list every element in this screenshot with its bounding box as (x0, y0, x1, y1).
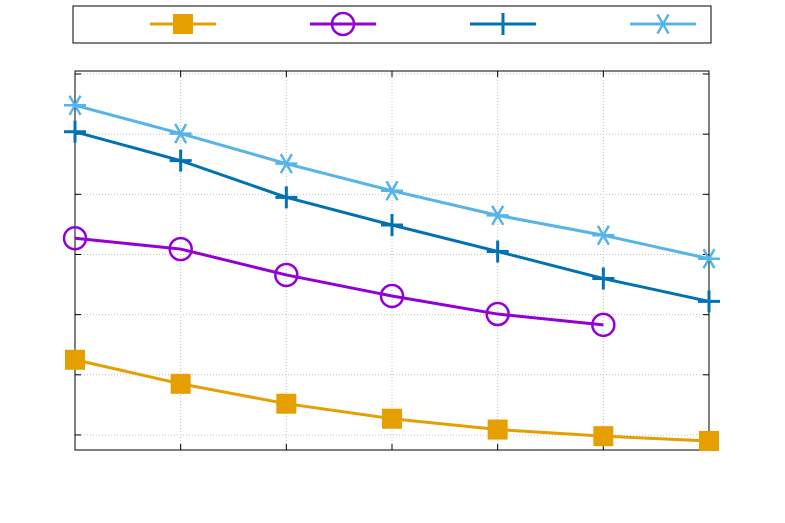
grid (75, 71, 709, 450)
series-4-point-3 (275, 153, 298, 174)
series-1 (65, 349, 719, 451)
series-4-point-6 (592, 225, 615, 246)
series-3 (64, 120, 720, 313)
series-4-point-7 (698, 248, 720, 269)
series-4-point-1 (64, 95, 86, 116)
series-2-point-1 (62, 225, 88, 251)
series-2-point-4 (379, 283, 405, 309)
series-2-point-3 (274, 262, 299, 288)
series-1-point-6 (593, 426, 614, 447)
series-1-point-3 (276, 393, 297, 414)
series-2-line (74, 236, 604, 327)
legend-entry-1 (150, 14, 216, 34)
series-2-point-2 (168, 236, 193, 262)
series-4 (64, 95, 720, 269)
series-1-point-5 (487, 419, 508, 440)
series-3-point-1 (64, 120, 86, 143)
series-3-point-7 (698, 290, 720, 313)
series-1-point-7 (699, 430, 719, 451)
series-4-point-5 (486, 205, 509, 226)
legend-entry-3 (470, 13, 536, 35)
legend-marker-1 (173, 14, 193, 34)
series-1-point-4 (382, 408, 402, 429)
legend (150, 11, 696, 37)
series-3-point-5 (486, 240, 509, 263)
legend-marker-2 (330, 11, 356, 37)
legend-entry-4 (630, 13, 696, 35)
series-3-point-3 (275, 186, 298, 209)
series-2 (62, 225, 616, 338)
legend-marker-4 (652, 13, 674, 35)
series-3-point-2 (169, 149, 192, 172)
legend-marker-3 (492, 13, 514, 35)
series-1-point-2 (170, 373, 191, 394)
series-4-point-2 (169, 123, 192, 144)
series-3-point-6 (592, 267, 615, 290)
series-4-point-4 (381, 180, 403, 201)
series-2-point-6 (591, 312, 616, 338)
legend-entry-2 (310, 11, 376, 37)
series-2-point-5 (485, 301, 510, 327)
axis-ticks (74, 71, 710, 450)
series-layer (62, 95, 720, 451)
series-3-point-4 (381, 214, 403, 237)
series-1-point-1 (65, 349, 85, 370)
